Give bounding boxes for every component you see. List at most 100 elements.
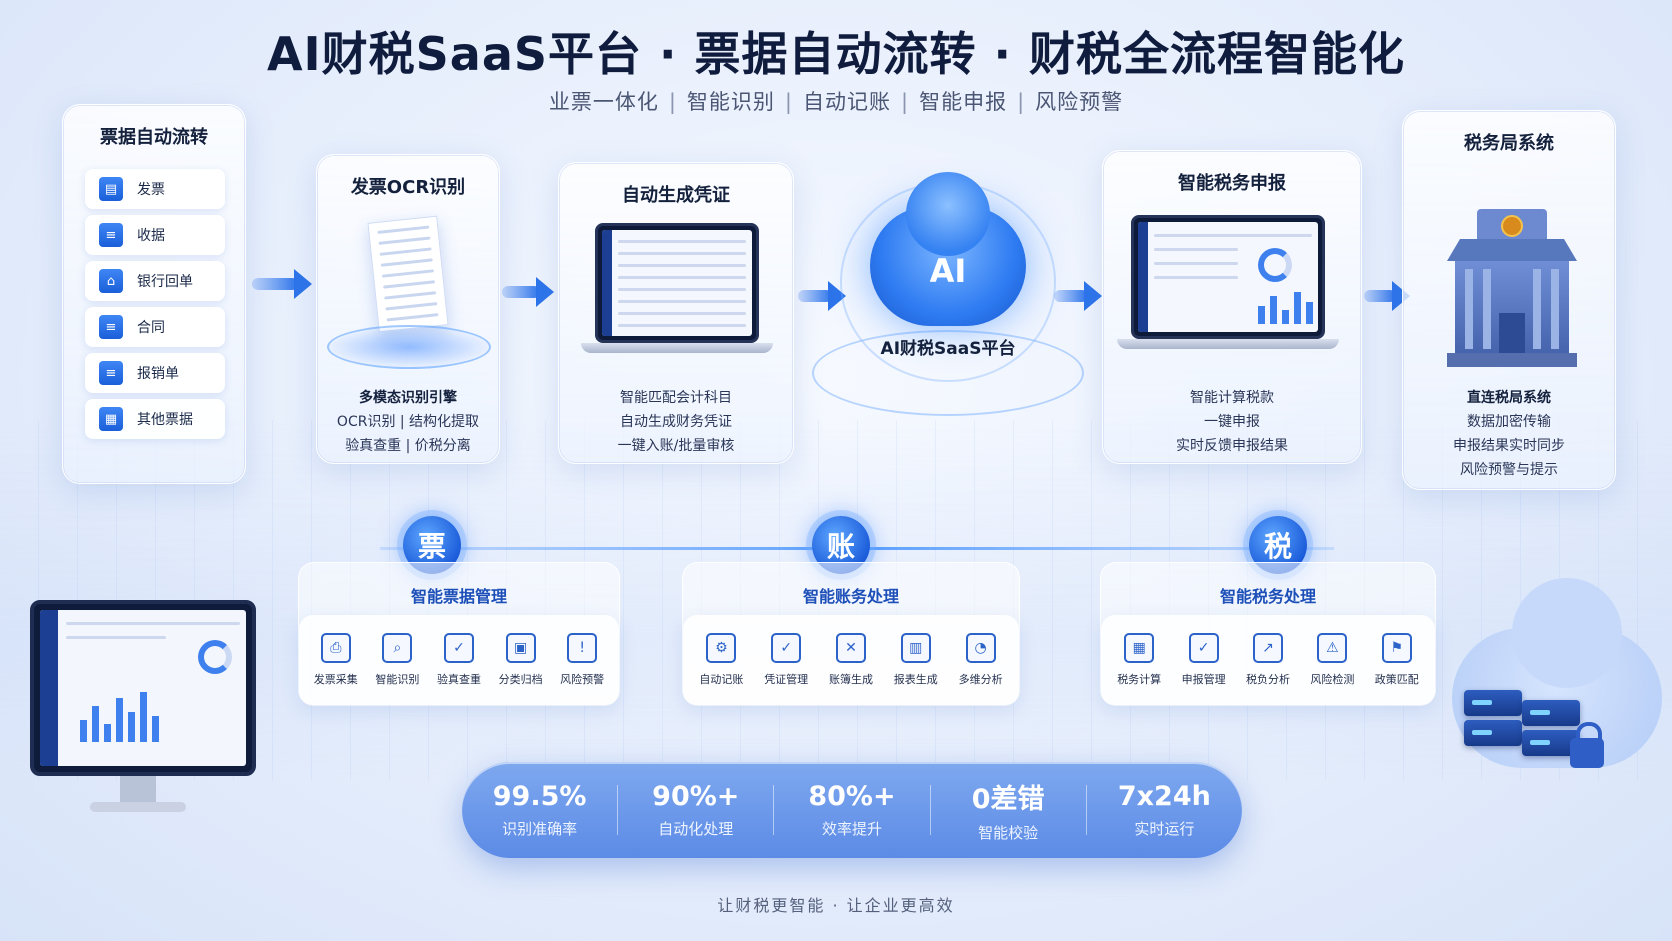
server-icon [1464,690,1522,716]
bill-item-receipt[interactable]: ≡收据 [85,215,225,255]
subtitle-divider: | [901,90,910,114]
subtitle-tag: 自动记账 [803,90,891,114]
document-scan-icon: ⎙ [320,633,351,663]
tax-filing-line: 实时反馈申报结果 [1176,438,1288,454]
stat-label: 智能校验 [978,824,1039,842]
bill-flow-title: 票据自动流转 [100,127,208,148]
tax-bureau-title: 税务局系统 [1464,133,1554,154]
feature-ledger-generate[interactable]: ✕账簿生成 [820,633,882,687]
monitor-foot [90,802,186,812]
laptop-base [581,343,773,353]
tax-bureau-line: 申报结果实时同步 [1453,438,1565,454]
bill-item-other[interactable]: ▦ 其他票据 [85,399,225,439]
warning-icon: ⚠ [1317,633,1348,663]
bank-icon: ⌂ [99,269,123,293]
voucher-title: 自动生成凭证 [622,185,730,206]
stat-value: 80%+ [808,781,896,812]
module-title: 智能票据管理 [410,587,507,606]
stat-divider [617,785,619,835]
module-tax-processing: 智能税务处理 ▦税务计算 ✓申报管理 ↗税负分析 ⚠风险检测 ⚑政策匹配 [1100,562,1436,706]
bill-item-label: 其他票据 [137,412,193,428]
calendar-icon: ▦ [99,407,123,431]
tax-bureau-line: 风险预警与提示 [1460,462,1558,478]
stat-item: 0差错智能校验 [938,777,1078,843]
page-title: AI财税SaaS平台 · 票据自动流转 · 财税全流程智能化 [266,27,1406,81]
trend-chart-icon: ↗ [1252,633,1283,663]
bar-chart-icon: ▥ [900,633,931,663]
monitor-stand [120,776,156,804]
ledger-icon: ✕ [835,633,866,663]
stat-divider [929,785,931,835]
document-search-icon: ⌕ [382,633,413,663]
subtitle-tag: 风险预警 [1035,90,1124,114]
stat-item: 80%+ 效率提升 [782,781,922,839]
feature-multi-analysis[interactable]: ◔多维分析 [950,633,1012,687]
stat-value: 0差错 [971,784,1045,815]
ocr-line: 验真查重 | 价税分离 [345,438,471,454]
alert-pin-icon: ! [567,633,598,663]
module-accounting: 智能账务处理 ⚙自动记账 ✓凭证管理 ✕账簿生成 ▥报表生成 ◔多维分析 [682,562,1020,706]
subtitle-divider: | [1017,90,1026,114]
stat-divider [773,785,775,835]
bill-flow-card: 票据自动流转 ▤发票 ≡收据 ⌂银行回单 ≡合同 ≡报销单 ▦其他票据 [62,104,246,484]
subtitle-tag: 智能识别 [686,90,775,114]
tax-bureau-description: 直连税局系统 数据加密传输 申报结果实时同步 风险预警与提示 [1402,386,1616,482]
desktop-monitor-icon [30,600,256,776]
tax-bureau-line: 数据加密传输 [1467,414,1551,430]
subtitle-divider: | [784,90,793,114]
voucher-line: 一键入账/批量审核 [617,438,735,454]
stat-divider [1085,785,1087,835]
feature-auto-bookkeeping[interactable]: ⚙自动记账 [690,633,752,687]
auto-book-icon: ⚙ [706,633,737,663]
monitor-icon [1131,215,1325,339]
stat-item: 99.5%识别准确率 [470,781,610,839]
ocr-description: 多模态识别引擎 OCR识别 | 结构化提取 验真查重 | 价税分离 [316,386,500,458]
invoice-paper-icon [367,215,449,333]
tax-bureau-card: 税务局系统 [1402,110,1616,490]
stat-label: 效率提升 [821,820,882,838]
stat-value: 99.5% [492,781,587,812]
stat-label: 自动化处理 [658,820,734,838]
lock-icon [1570,722,1604,768]
tax-bureau-lead: 直连税局系统 [1467,390,1551,406]
feature-smart-recognize[interactable]: ⌕智能识别 [367,633,429,687]
feature-voucher-manage[interactable]: ✓凭证管理 [755,633,817,687]
voucher-line: 自动生成财务凭证 [620,414,732,430]
bill-item-label: 银行回单 [137,274,193,290]
module-feature-tray: ⚙自动记账 ✓凭证管理 ✕账簿生成 ▥报表生成 ◔多维分析 [683,615,1019,705]
voucher-check-icon: ✓ [771,633,802,663]
feature-verify[interactable]: ✓验真查重 [428,633,490,687]
feature-filing-manage[interactable]: ✓申报管理 [1173,633,1235,687]
bill-item-label: 发票 [137,182,165,198]
feature-invoice-collect[interactable]: ⎙发票采集 [305,633,367,687]
feature-risk-alert[interactable]: !风险预警 [551,633,613,687]
feature-risk-detect[interactable]: ⚠风险检测 [1301,633,1363,687]
flow-arrow [252,269,312,299]
bill-item-bank-slip[interactable]: ⌂ 银行回单 [85,261,225,301]
bill-item-expense[interactable]: ≡报销单 [85,353,225,393]
ocr-line: OCR识别 | 结构化提取 [336,414,480,430]
hub-label: AI财税SaaS平台 [880,339,1016,359]
flow-arrow [502,277,554,307]
bill-item-invoice[interactable]: ▤发票 [85,169,225,209]
feature-report-generate[interactable]: ▥报表生成 [885,633,947,687]
bill-item-contract[interactable]: ≡合同 [85,307,225,347]
ai-cloud-icon[interactable] [870,172,1026,326]
feature-tax-burden[interactable]: ↗税负分析 [1237,633,1299,687]
bill-item-label: 合同 [137,320,165,336]
bill-item-label: 报销单 [137,366,179,382]
module-feature-tray: ⎙发票采集 ⌕智能识别 ✓验真查重 ▣分类归档 !风险预警 [299,615,619,705]
document-check-icon: ✓ [443,633,474,663]
flow-arrow [798,281,846,311]
feature-archive[interactable]: ▣分类归档 [490,633,552,687]
stat-value: 90%+ [652,781,740,812]
voucher-card: 自动生成凭证 [558,162,794,464]
stat-item: 90%+ 自动化处理 [626,781,766,839]
subtitle-tag: 智能申报 [919,90,1008,114]
receipt-icon: ≡ [99,223,123,247]
tax-filing-card: 智能税务申报 [1102,150,1362,464]
feature-policy-match[interactable]: ⚑政策匹配 [1366,633,1428,687]
feature-tax-calc[interactable]: ▦税务计算 [1108,633,1170,687]
module-title: 智能账务处理 [802,587,899,606]
